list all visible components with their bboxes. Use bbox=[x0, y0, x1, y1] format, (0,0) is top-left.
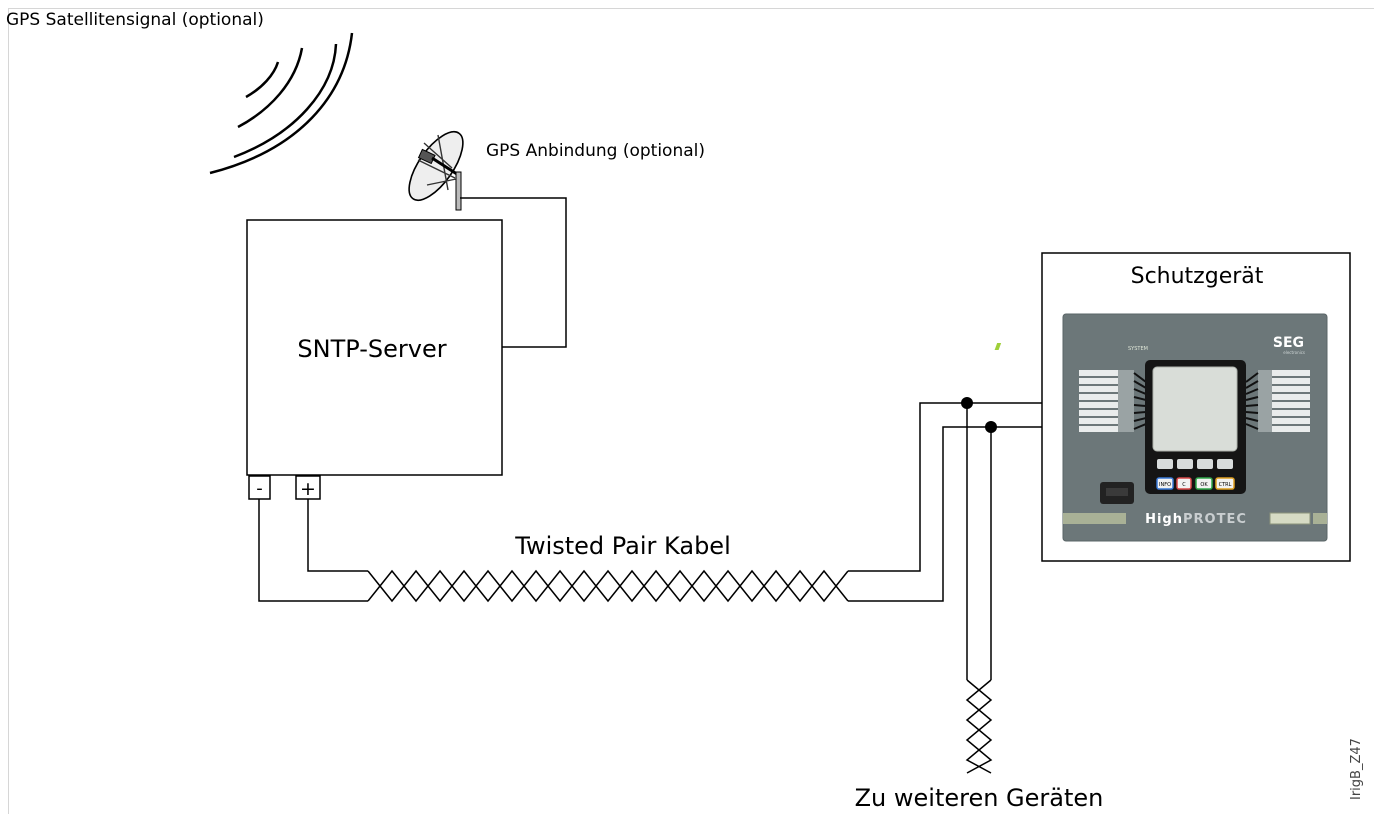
system-tag: SYSTEM bbox=[1128, 346, 1148, 352]
ctrl-button-label: CTRL bbox=[1219, 482, 1232, 488]
protection-device-label: Schutzgerät bbox=[1131, 264, 1264, 289]
device-front-panel: SYSTEM SEG electronics bbox=[994, 313, 1328, 542]
figure-id-label: IrigB_Z47 bbox=[1349, 738, 1364, 800]
minus-terminal-label: - bbox=[256, 478, 263, 499]
product-name-protec: PROTEC bbox=[1183, 512, 1247, 527]
brand-sub: electronics bbox=[1283, 350, 1305, 355]
more-devices-label: Zu weiteren Geräten bbox=[855, 784, 1104, 812]
info-button-label: INFO bbox=[1159, 482, 1171, 488]
gps-connection-wire bbox=[460, 197, 567, 348]
product-name: HighPROTEC bbox=[1145, 512, 1247, 527]
junction-dot-1 bbox=[961, 397, 973, 409]
junction-dot-2 bbox=[985, 421, 997, 433]
gps-signal-label: GPS Satellitensignal (optional) bbox=[6, 10, 264, 30]
sntp-server-label: SNTP-Server bbox=[297, 335, 446, 363]
device-softkeys bbox=[1157, 459, 1233, 469]
device-screen bbox=[1152, 366, 1238, 452]
led-connector-lines bbox=[1133, 372, 1259, 430]
led-row-right bbox=[1258, 370, 1310, 432]
branch-cable bbox=[965, 403, 993, 774]
c-button-label: C bbox=[1182, 482, 1186, 488]
product-name-high: High bbox=[1145, 512, 1183, 527]
twisted-pair-label: Twisted Pair Kabel bbox=[514, 532, 730, 560]
plus-terminal-label: + bbox=[300, 478, 316, 500]
device-buttons: INFO C OK CTRL bbox=[1156, 477, 1235, 490]
sntp-server-box bbox=[246, 219, 503, 476]
figure-frame bbox=[8, 8, 1374, 814]
brand-logo: SEG bbox=[1273, 335, 1304, 351]
led-row-left bbox=[1079, 370, 1134, 432]
gps-signal-waves-icon bbox=[209, 32, 354, 175]
satellite-dish-icon bbox=[408, 131, 464, 211]
gps-link-label: GPS Anbindung (optional) bbox=[486, 141, 705, 161]
ok-button-label: OK bbox=[1200, 482, 1208, 488]
